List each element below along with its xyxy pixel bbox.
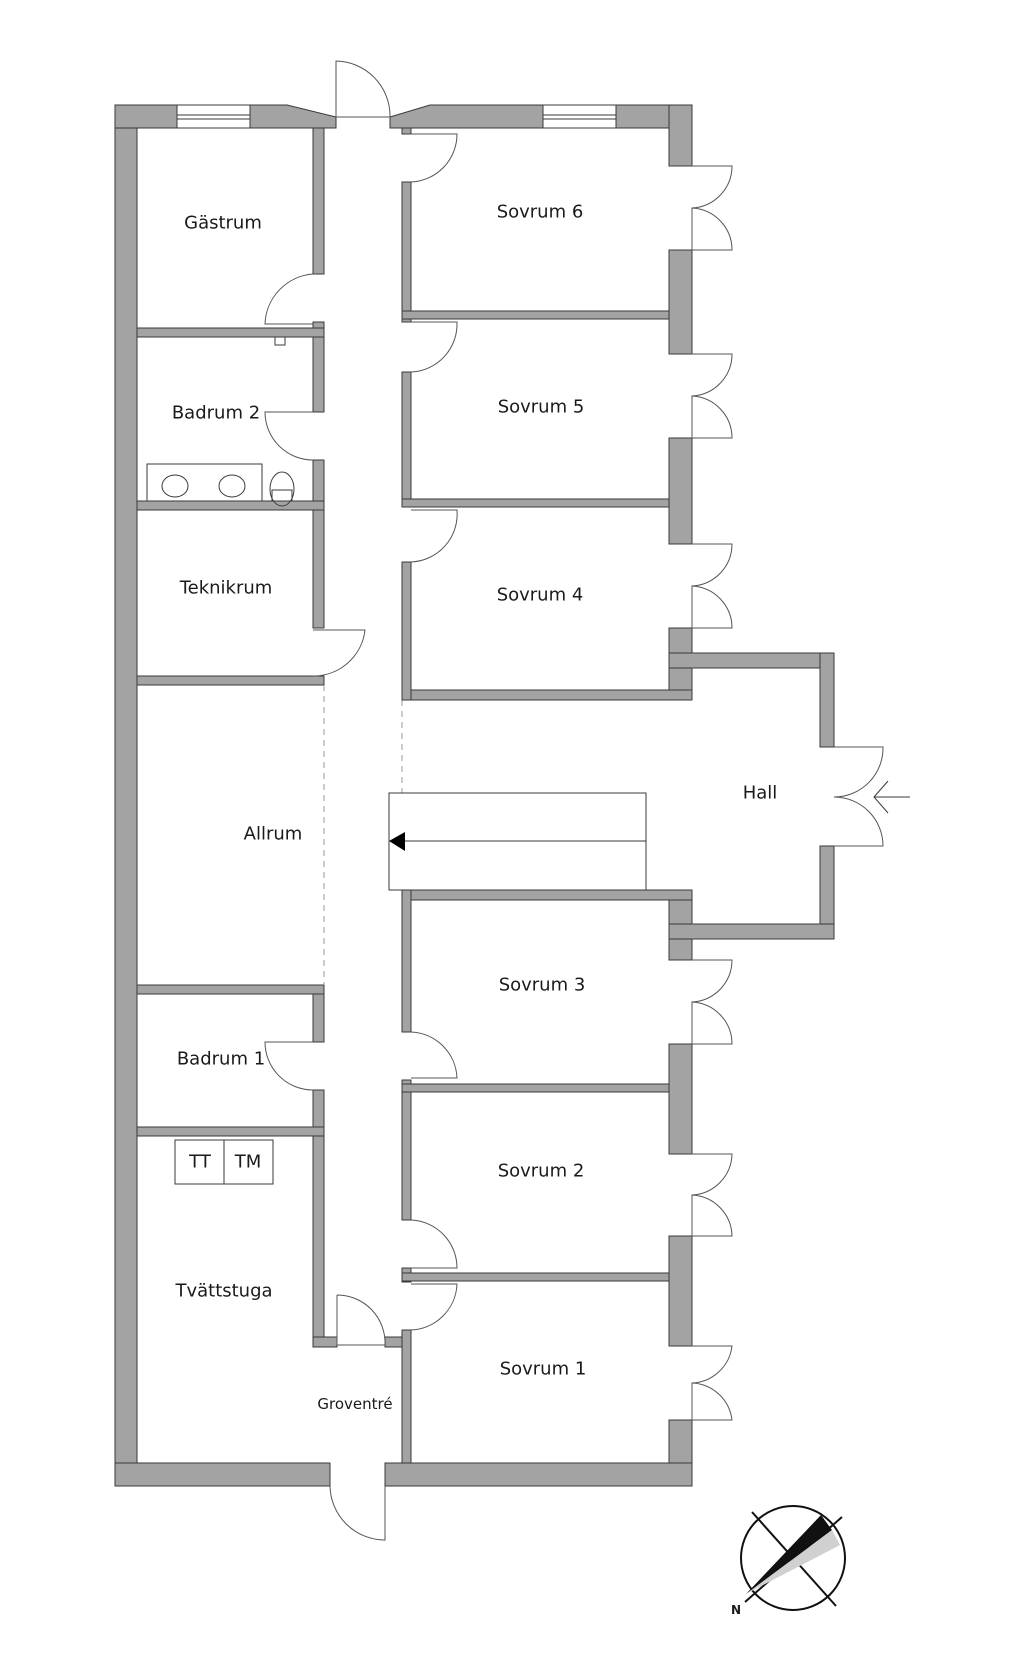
outer-wall-south-left (114, 1462, 331, 1487)
corridor-wall-west-3 (312, 459, 325, 629)
appliance-tt-label: TT (189, 1151, 211, 1173)
door-sovrum3 (410, 1031, 458, 1079)
badrum2-fixtures (146, 336, 295, 507)
appliance-tm-box (223, 1139, 274, 1185)
divider-sovrum2-sovrum1 (401, 1272, 670, 1282)
door-sovrum6 (410, 133, 458, 183)
door-sovrum2 (410, 1219, 458, 1269)
outer-wall-south-right (384, 1462, 693, 1487)
window-gastrum (176, 104, 251, 129)
room-label-badrum1: Badrum 1 (176, 1048, 266, 1070)
corridor-wall-east-8 (401, 1329, 412, 1464)
room-label-sovrum3: Sovrum 3 (498, 974, 586, 996)
hall-wall-north (668, 652, 835, 669)
door-badrum2 (264, 411, 314, 461)
room-label-hall: Hall (742, 782, 778, 804)
outer-wall-east-1 (668, 104, 693, 167)
corridor-wall-east-1 (401, 127, 412, 135)
room-label-sovrum1: Sovrum 1 (499, 1358, 587, 1380)
divider-gastrum-badrum2 (136, 327, 325, 338)
room-label-sovrum5: Sovrum 5 (497, 396, 585, 418)
corridor-wall-west-1 (312, 127, 325, 275)
stair-arrow-head-icon (389, 832, 405, 851)
divider-teknikrum-allrum (136, 675, 325, 686)
room-label-tvattstuga: Tvättstuga (175, 1280, 273, 1302)
divider-sovrum3-sovrum2 (401, 1083, 670, 1093)
door-sovrum1 (410, 1283, 458, 1331)
room-label-teknikrum: Teknikrum (179, 577, 273, 599)
door-badrum1 (264, 1041, 314, 1091)
door-gastrum (264, 273, 314, 325)
hall-wall-south (668, 923, 835, 940)
entrance-arrow-icon (873, 780, 910, 814)
appliance-tm-label: TM (234, 1151, 262, 1173)
sovrum4-wall-south (401, 689, 693, 701)
french-doors-east (691, 165, 733, 1421)
compass-north-label: N (730, 1603, 742, 1617)
outer-wall-east-2 (668, 249, 693, 355)
door-south-entrance (329, 1485, 386, 1541)
corridor-wall-east-6 (401, 1079, 412, 1221)
groventre-stub-left (312, 1336, 338, 1348)
outer-wall-north-left-b (249, 104, 337, 129)
door-sovrum4 (410, 509, 458, 563)
door-sovrum5 (410, 321, 458, 373)
door-teknikrum (312, 629, 366, 677)
divider-allrum-badrum1 (136, 984, 325, 995)
door-groventre (336, 1294, 386, 1346)
corridor-wall-east-2 (401, 181, 412, 323)
outer-wall-east-7 (668, 1235, 693, 1347)
room-label-gastrum: Gästrum (184, 212, 262, 234)
outer-wall-north-right-a (389, 104, 544, 129)
corridor-wall-east-4 (401, 561, 412, 701)
divider-badrum1-tvattstuga (136, 1126, 325, 1137)
hall-entrance-doors (833, 746, 884, 847)
corridor-wall-west-4 (312, 989, 325, 1043)
room-label-sovrum6: Sovrum 6 (496, 201, 584, 223)
room-label-allrum: Allrum (243, 823, 303, 845)
room-label-badrum2: Badrum 2 (171, 402, 261, 424)
sovrum3-wall-north (401, 889, 693, 901)
corridor-wall-east-3 (401, 371, 412, 503)
corridor-wall-east-5 (401, 889, 412, 1033)
room-label-sovrum2: Sovrum 2 (497, 1160, 585, 1182)
outer-wall-east-6 (668, 1043, 693, 1155)
hall-wall-east-top (819, 652, 835, 748)
divider-sovrum5-sovrum4 (401, 498, 670, 508)
divider-sovrum6-sovrum5 (401, 310, 670, 320)
room-label-sovrum4: Sovrum 4 (496, 584, 584, 606)
corridor-wall-west-2 (312, 321, 325, 413)
outer-wall-north-left-a (114, 104, 178, 129)
window-sovrum6 (542, 104, 617, 129)
divider-badrum2-teknikrum (136, 500, 325, 511)
outer-wall-west (114, 104, 138, 1487)
groventre-stub-right (384, 1336, 403, 1348)
room-label-groventre: Groventré (317, 1395, 393, 1413)
door-north-entrance (335, 60, 391, 118)
outer-wall-east-3 (668, 437, 693, 545)
compass-icon (740, 1505, 846, 1611)
